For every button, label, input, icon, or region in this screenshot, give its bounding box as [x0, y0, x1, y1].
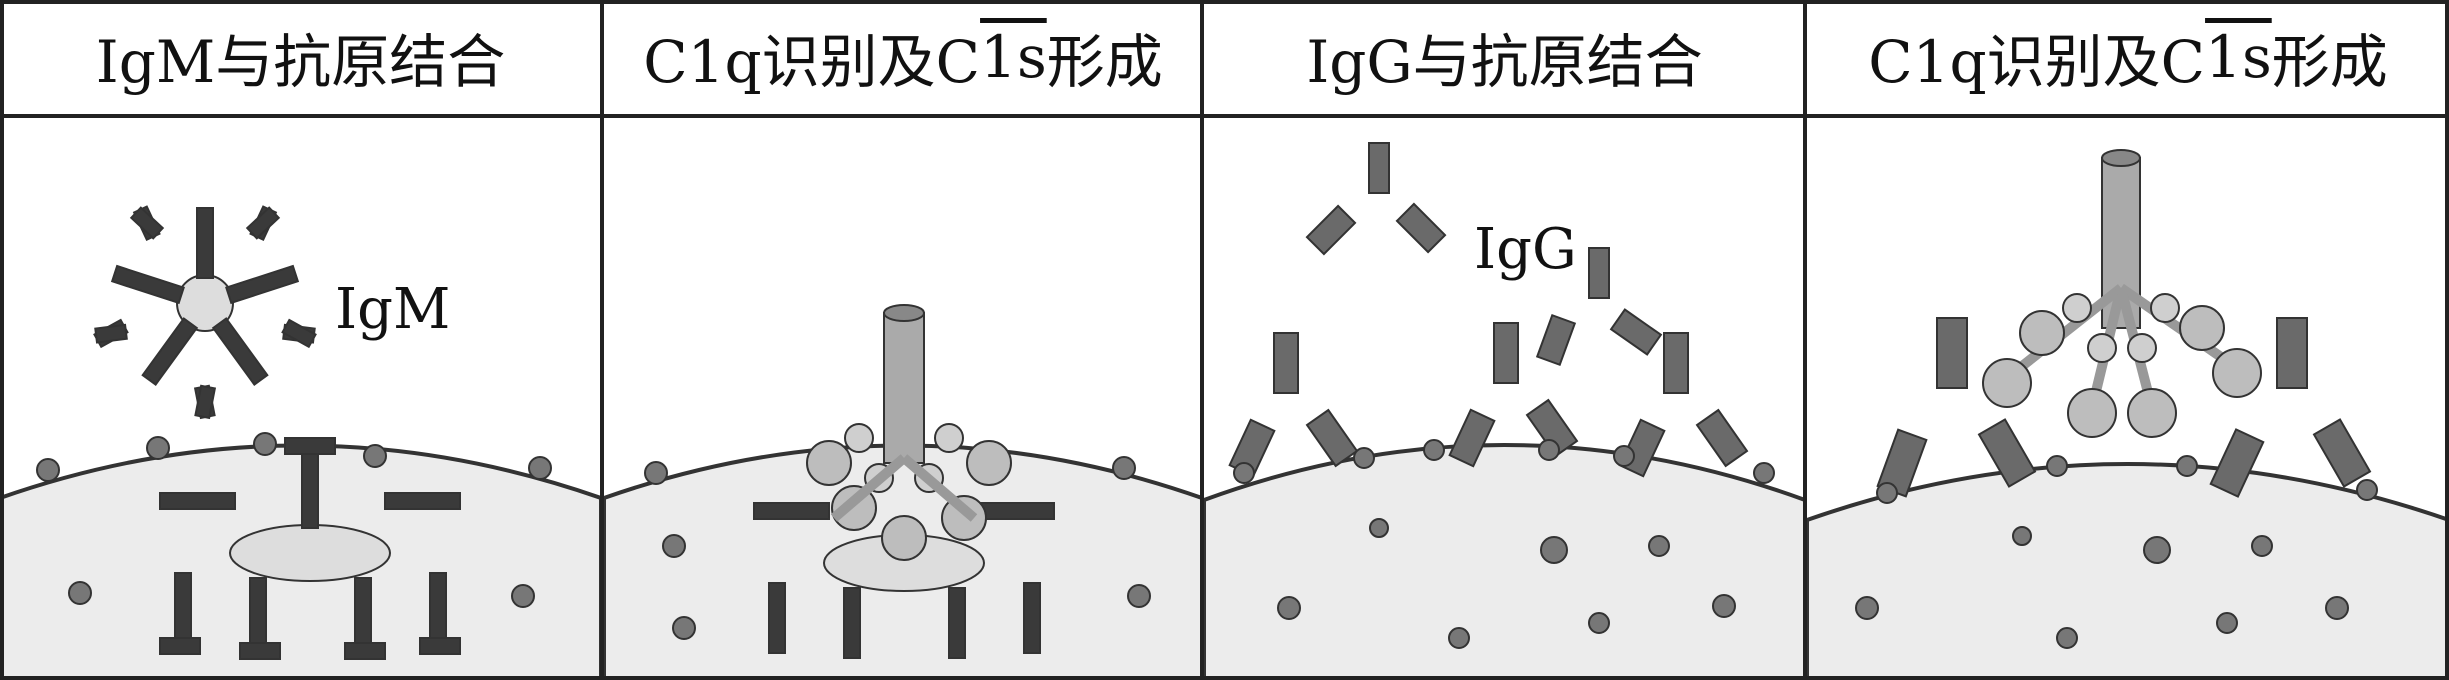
panel-title: IgG与抗原结合	[1204, 0, 1805, 118]
surface-antigens	[36, 432, 552, 482]
igm-pentamer-bound	[159, 437, 461, 660]
c1q-complex	[1982, 149, 2262, 438]
title-text-c: 形成	[1046, 28, 1163, 96]
title-text-a: C1q识别及C	[643, 28, 981, 96]
scene-c1q-igg	[1807, 118, 2449, 680]
surface-antigens	[1233, 439, 1775, 484]
igg-binding-illustration: IgG	[1204, 142, 1805, 680]
scene-igm-binding: IgM	[0, 118, 601, 680]
panel-divider	[1803, 0, 1807, 680]
scene-c1q-igm	[604, 118, 1202, 680]
c1q-complex	[806, 304, 1012, 561]
title-text-a: C1q识别及C	[1868, 28, 2206, 96]
panel-divider	[600, 0, 604, 680]
title-text-b: 1s	[2205, 23, 2272, 91]
igg-label: IgG	[1474, 217, 1577, 282]
igm-label: IgM	[335, 277, 450, 342]
title-text-c: 形成	[2271, 28, 2388, 96]
cell-membrane	[1204, 443, 1805, 680]
intracellular-dots	[662, 534, 1151, 640]
intracellular-dots	[1277, 518, 1736, 649]
c1q-igg-illustration	[1807, 149, 2449, 680]
panel-igm-binding: IgM与抗原结合	[0, 0, 601, 680]
panel-igg-binding: IgG与抗原结合	[1204, 0, 1805, 680]
surface-antigens	[1876, 455, 2378, 504]
igm-pentamer-bound	[753, 502, 1055, 659]
igg-free	[1305, 142, 1663, 367]
panel-divider	[1200, 0, 1204, 680]
panel-title: IgM与抗原结合	[0, 0, 601, 118]
igm-pentamer-free	[93, 205, 317, 420]
title-text-b: 1s	[980, 23, 1047, 91]
cell-membrane	[1807, 462, 2449, 680]
intracellular-dots	[68, 581, 535, 608]
intracellular-dots	[1855, 526, 2349, 649]
c1q-igm-illustration	[604, 304, 1202, 680]
scene-igg-binding: IgG	[1204, 118, 1805, 680]
igm-binding-illustration: IgM	[0, 205, 601, 680]
title-text: IgM与抗原结合	[95, 28, 506, 96]
surface-antigens	[644, 456, 1136, 485]
igg-bound	[1876, 317, 2372, 498]
title-text: IgG与抗原结合	[1306, 28, 1703, 96]
